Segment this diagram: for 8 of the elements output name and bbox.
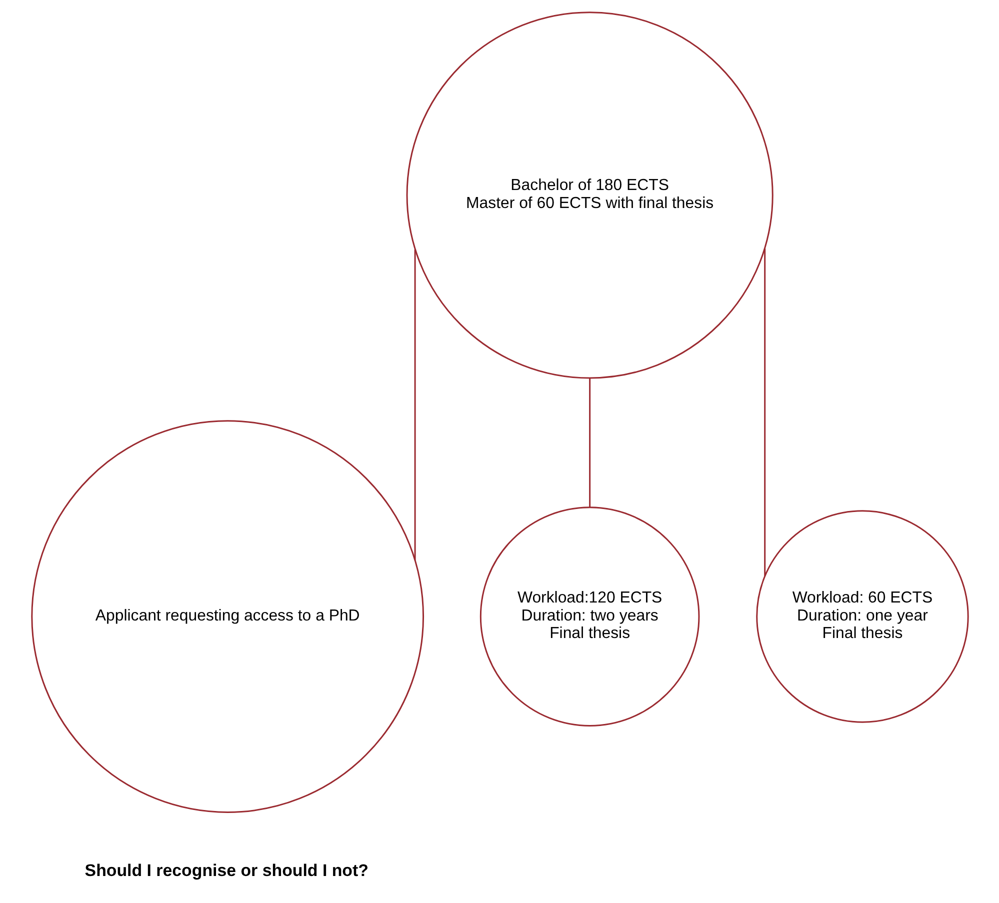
node-circle: Workload:120 ECTS Duration: two years Final thesis — [479, 506, 700, 726]
connector — [588, 378, 590, 508]
node-circle: Workload: 60 ECTS Duration: one year Final thesis — [756, 510, 968, 723]
connector — [414, 249, 416, 560]
node-circle: Applicant requesting access to a PhD — [30, 420, 424, 813]
connector — [764, 248, 766, 576]
label: Should I recognise or should I not? — [84, 860, 368, 880]
node-circle: Bachelor of 180 ECTS Master of 60 ECTS with final thesis — [406, 12, 773, 379]
